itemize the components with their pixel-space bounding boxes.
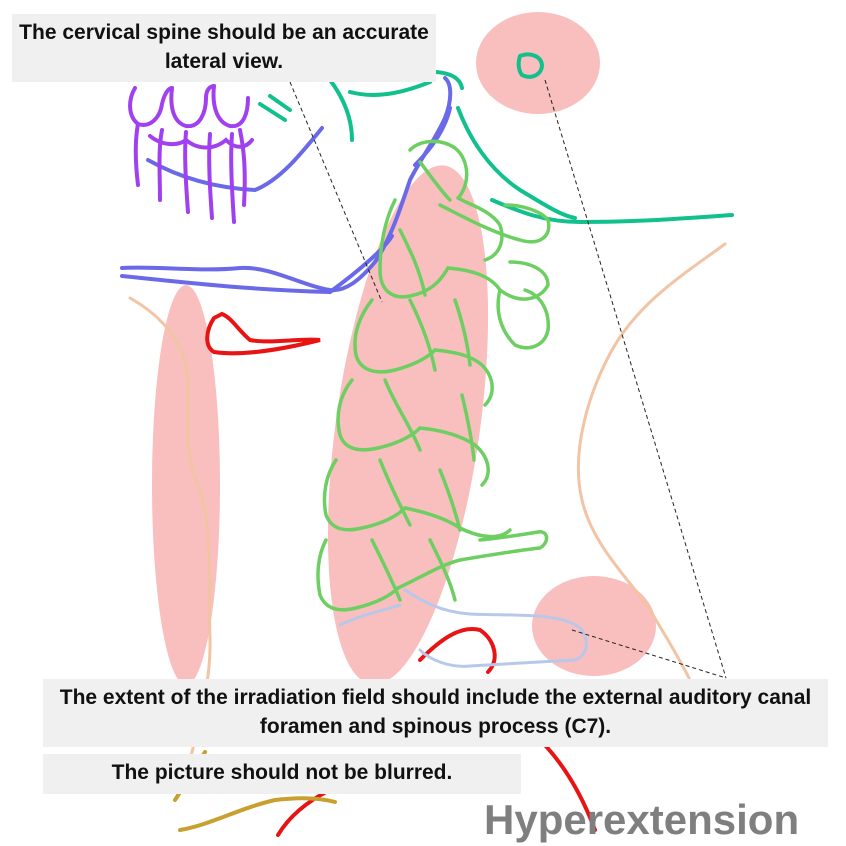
- ear-canal-pointer: [544, 79, 727, 679]
- lateral-view-note: The cervical spine should be an accurate…: [12, 14, 436, 82]
- c7-pointer: [571, 629, 727, 679]
- trachea-highlight: [152, 285, 220, 685]
- soft-tissue-outline: [128, 242, 727, 762]
- view-label: Hyperextension: [484, 796, 800, 843]
- mandible-outline: [120, 76, 453, 294]
- shoulder-outline: [338, 588, 588, 668]
- cervical-vertebrae: [316, 139, 551, 612]
- ear-canal-highlight: [476, 12, 600, 114]
- pointer-lines: [289, 79, 727, 679]
- teeth-outline: [128, 84, 254, 224]
- lateral-view-pointer: [289, 81, 383, 303]
- blur-note: The picture should not be blurred.: [43, 754, 521, 794]
- irradiation-field-note: The extent of the irradiation field shou…: [43, 679, 828, 747]
- c7-spinous-highlight: [532, 576, 656, 676]
